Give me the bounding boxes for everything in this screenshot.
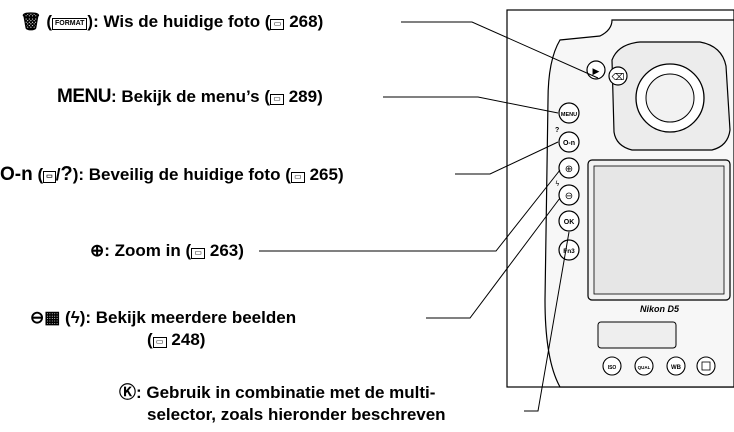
callout-thumbnail-text: : Bekijk meerdere beelden <box>85 308 297 327</box>
format-badge: FORMAT <box>51 18 88 30</box>
svg-text:O-n: O-n <box>563 140 575 147</box>
protect-button[interactable]: O-n <box>558 131 580 153</box>
book-ref-icon: ▭ <box>191 248 206 259</box>
wb-button[interactable]: WB <box>666 356 686 376</box>
svg-text:ISO: ISO <box>608 365 617 371</box>
menu-button[interactable]: MENU <box>558 102 580 124</box>
zoom-out-button[interactable]: ⊖ <box>558 184 580 206</box>
svg-text:Fn3: Fn3 <box>563 248 575 255</box>
svg-text:ϟ: ϟ <box>555 180 560 188</box>
grid-button[interactable] <box>696 356 716 376</box>
book-ref-icon: ▭ <box>290 172 305 183</box>
callout-protect-text: : Beveilig de huidige foto ( <box>78 165 291 184</box>
trash-icon: 🗑 <box>20 12 42 31</box>
callout-ok-line2: selector, zoals hieronder beschreven <box>147 405 446 424</box>
zoom-in-icon: ⊕ <box>90 241 105 260</box>
zoom-in-button[interactable]: ⊕ <box>558 157 580 179</box>
callout-thumbnail: ⊖▦ (ϟ): Bekijk meerdere beelden <box>30 308 297 327</box>
callout-protect-ref: 265 <box>309 165 338 184</box>
callout-zoom-text: : Zoom in ( <box>104 241 192 260</box>
callout-menu: MENU: Bekijk de menu’s (▭ 289) <box>57 86 323 107</box>
camera-brand-label: Nikon D5 <box>640 304 680 314</box>
callout-delete: 🗑 (FORMAT): Wis de huidige foto (▭ 268) <box>20 12 324 31</box>
svg-text:⊖: ⊖ <box>565 191 573 202</box>
svg-text:?: ? <box>555 127 559 134</box>
callout-delete-text: : Wis de huidige foto ( <box>93 12 271 31</box>
leader-zoom <box>259 169 561 252</box>
callout-thumbnail-ref: 248 <box>171 330 200 349</box>
callout-delete-ref: 268 <box>289 12 318 31</box>
leader-menu <box>383 96 559 114</box>
leader-protect <box>455 141 559 175</box>
svg-text:WB: WB <box>671 365 682 371</box>
flash-glyph: ϟ <box>70 308 80 327</box>
callout-menu-text: : Bekijk de menu’s ( <box>110 87 270 106</box>
callout-zoom-in: ⊕: Zoom in (▭ 263) <box>90 241 244 260</box>
svg-text:OK: OK <box>564 219 575 226</box>
retouch-icon: ▭ <box>43 171 56 183</box>
key-icon: O-n <box>0 164 33 185</box>
monitor-screen <box>593 165 725 295</box>
rear-control-panel <box>597 321 677 349</box>
playback-button[interactable]: ▶ <box>586 60 606 80</box>
leader-ok <box>524 231 570 412</box>
viewfinder-lens <box>645 73 695 123</box>
callout-protect: O-n (▭/?): Beveilig de huidige foto (▭ 2… <box>0 163 344 185</box>
help-glyph: ? <box>60 163 73 185</box>
svg-text:MENU: MENU <box>561 112 577 118</box>
book-ref-icon: ▭ <box>152 337 167 348</box>
callout-zoom-ref: 263 <box>209 241 239 260</box>
callout-thumbnail-ref-line: (▭ 248) <box>147 330 206 349</box>
qual-button[interactable]: QUAL <box>634 356 654 376</box>
zoom-out-thumbnail-icon: ⊖▦ <box>30 308 61 327</box>
menu-key-label: MENU <box>57 86 111 107</box>
svg-text:⌫: ⌫ <box>611 73 625 83</box>
delete-button[interactable]: ⌫ <box>608 66 628 86</box>
ok-button[interactable]: OK <box>558 210 580 232</box>
callout-ok-line1: : Gebruik in combinatie met de multi- <box>136 383 436 402</box>
fn3-button[interactable]: Fn3 <box>558 239 580 261</box>
svg-text:▶: ▶ <box>593 67 600 77</box>
book-ref-icon: ▭ <box>270 19 285 30</box>
svg-text:QUAL: QUAL <box>638 365 651 370</box>
leader-thumbnail <box>426 197 561 319</box>
iso-button[interactable]: ISO <box>602 356 622 376</box>
leader-delete <box>401 21 599 79</box>
callout-ok: Ⓚ: Gebruik in combinatie met de multi- <box>119 383 435 403</box>
svg-text:⊕: ⊕ <box>565 164 573 175</box>
ok-icon: Ⓚ <box>119 383 136 402</box>
book-ref-icon: ▭ <box>269 94 284 105</box>
callout-menu-ref: 289 <box>288 87 318 106</box>
